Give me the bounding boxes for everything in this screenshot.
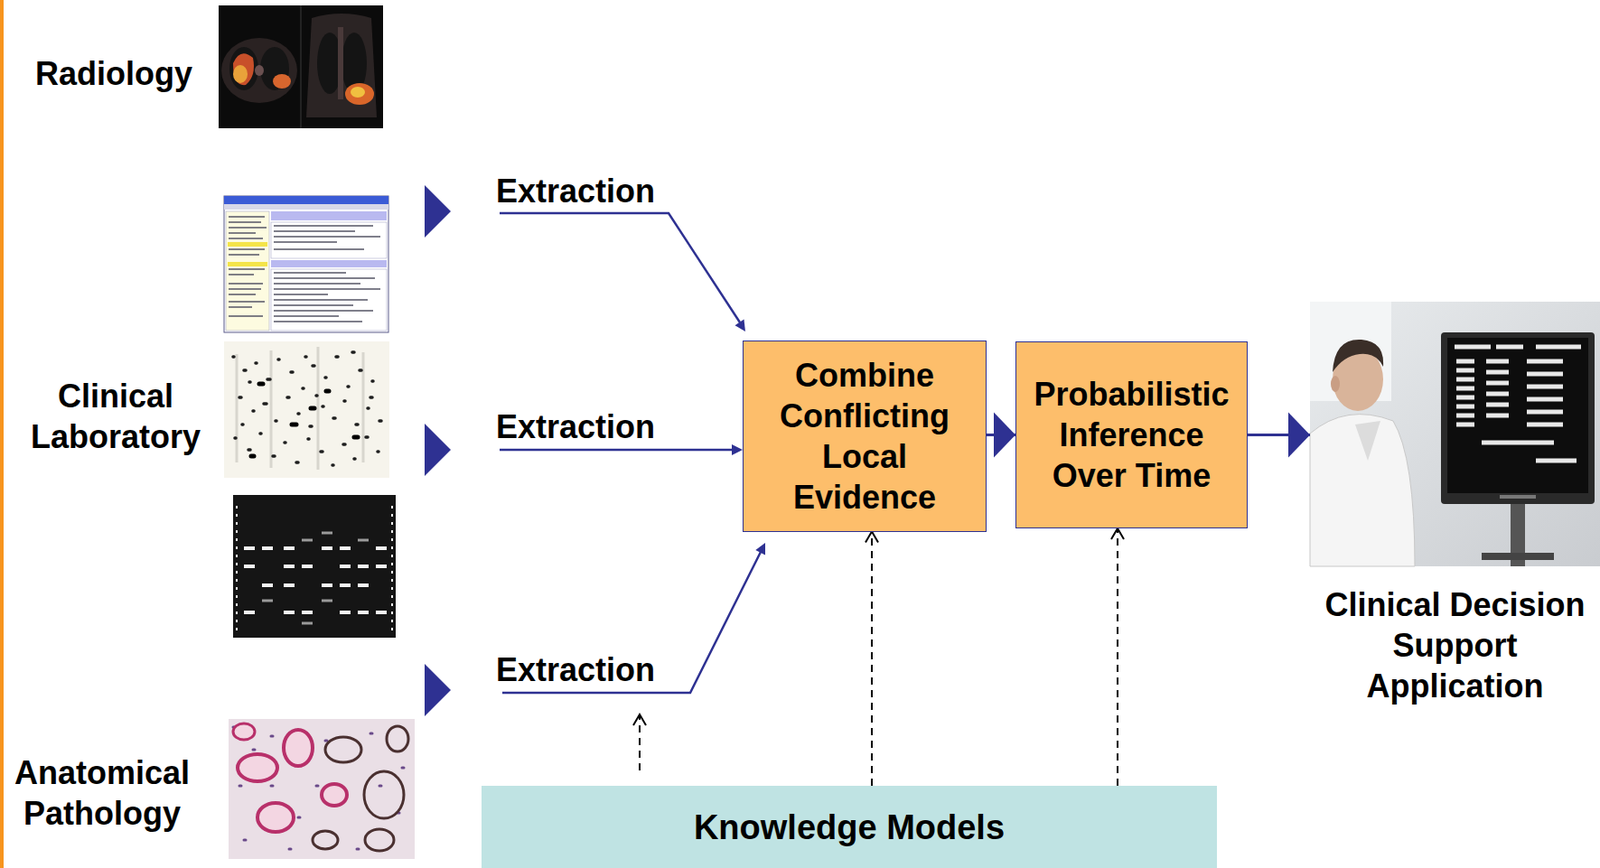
clinician-photo-part	[1309, 301, 1600, 567]
source-label: Clinical Laboratory	[20, 375, 211, 458]
ct-scan-image-part	[221, 37, 298, 103]
ct-scan-image-part	[272, 74, 291, 89]
clinician-photo-part	[1330, 375, 1340, 393]
ct-scan-image-part	[300, 5, 302, 129]
ct-scan-image-part	[337, 27, 344, 100]
ct-scan-image-part	[233, 53, 254, 85]
input-arrows-part	[424, 664, 451, 717]
protein-gel-image-part	[224, 341, 390, 478]
knowledge-arrow	[633, 714, 646, 771]
arrow-head	[1111, 528, 1124, 540]
extraction-lines-part	[499, 213, 740, 323]
arrow-head	[1288, 412, 1310, 459]
dna-gel-image	[233, 495, 396, 638]
software-screenshot-part	[224, 204, 389, 210]
clinician-photo-part	[1481, 552, 1554, 561]
knowledge-band: Knowledge Models	[481, 785, 1217, 868]
ct-scan-image-part	[306, 13, 377, 118]
flow-connector	[986, 412, 1016, 459]
ct-scan-image-part	[218, 5, 384, 129]
clinician-photo-part	[1440, 332, 1595, 505]
histology-image-part	[233, 727, 404, 850]
ct-scan-image-part	[350, 86, 365, 98]
dna-gel-image-part	[243, 548, 387, 613]
histology-image-part	[364, 771, 404, 819]
histology-image-part	[228, 719, 415, 860]
ct-scan-image	[218, 5, 384, 129]
ct-scan-image-part	[345, 83, 375, 105]
protein-gel-image-part	[251, 383, 358, 457]
arrow-head	[993, 412, 1016, 459]
step-label: Extraction	[495, 406, 655, 448]
extraction-lines-part	[735, 319, 747, 332]
histology-image-part	[364, 829, 394, 852]
software-screenshot-part	[271, 222, 387, 259]
software-screenshot-part	[228, 216, 381, 322]
histology-image-part	[386, 726, 409, 752]
software-screenshot-part	[271, 211, 387, 221]
side-bar	[0, 0, 4, 868]
extraction-lines-part	[499, 449, 734, 452]
source-label: Radiology	[14, 53, 214, 94]
histology-image-part	[237, 754, 278, 782]
ct-scan-image-part	[254, 65, 264, 76]
histology-image	[228, 719, 415, 860]
software-screenshot	[224, 196, 389, 333]
histology-image-part	[283, 729, 313, 767]
software-screenshot-part	[227, 261, 268, 267]
application-node: Clinical Decision Support Application	[1309, 301, 1600, 727]
clinician-photo-part	[1309, 414, 1415, 567]
clinician-photo-part	[1447, 337, 1589, 494]
input-arrows-part	[424, 423, 451, 477]
histology-image-part	[321, 784, 347, 806]
connector-line	[1116, 528, 1119, 786]
software-screenshot-part	[227, 242, 268, 247]
clinician-photo	[1309, 301, 1600, 567]
dna-gel-image-part	[233, 495, 396, 638]
clinician-photo-part	[1499, 495, 1536, 499]
clinician-photo-part	[1355, 421, 1381, 461]
ct-scan-image-part	[233, 65, 248, 84]
software-screenshot-part	[271, 260, 387, 268]
arrow-head	[865, 532, 879, 543]
dna-gel-image-part	[261, 533, 369, 624]
dna-gel-image-part	[236, 505, 393, 633]
knowledge-arrow-part	[638, 716, 641, 771]
clinician-photo-part	[1332, 339, 1384, 373]
histology-image-part	[312, 831, 338, 850]
software-screenshot-part	[224, 196, 389, 333]
histology-image-part	[325, 737, 362, 763]
clinician-photo-part	[1454, 346, 1582, 461]
flow-connector	[1247, 412, 1310, 459]
software-screenshot-part	[225, 211, 270, 331]
protein-gel-image	[224, 341, 390, 478]
extraction-lines-part	[755, 542, 766, 555]
input-arrows-part	[424, 185, 451, 238]
band-label: Knowledge Models	[693, 806, 1005, 849]
process-box: Combine Conflicting Local Evidence	[742, 340, 987, 533]
step-label: Extraction	[495, 170, 655, 212]
box-label: Probabilistic Inference Over Time	[1030, 374, 1233, 496]
app-caption: Clinical Decision Support Application	[1317, 584, 1593, 707]
histology-image-part	[257, 803, 294, 833]
flow-connector	[865, 532, 879, 787]
flow-connector	[1111, 528, 1124, 786]
source-label: Anatomical Pathology	[2, 752, 202, 834]
protein-gel-image-part	[233, 352, 382, 466]
software-screenshot-part	[224, 196, 389, 205]
protein-gel-image-part	[236, 346, 364, 470]
input-arrows	[424, 185, 451, 717]
process-box: Probabilistic Inference Over Time	[1015, 341, 1248, 529]
ct-scan-image-part	[229, 46, 259, 91]
histology-image-part	[233, 723, 255, 740]
box-label: Combine Conflicting Local Evidence	[757, 355, 972, 518]
connector-line	[870, 532, 873, 787]
extraction-lines-part	[731, 444, 743, 456]
step-label: Extraction	[495, 649, 655, 691]
extraction-lines	[499, 213, 766, 693]
knowledge-arrow-part	[633, 714, 646, 726]
